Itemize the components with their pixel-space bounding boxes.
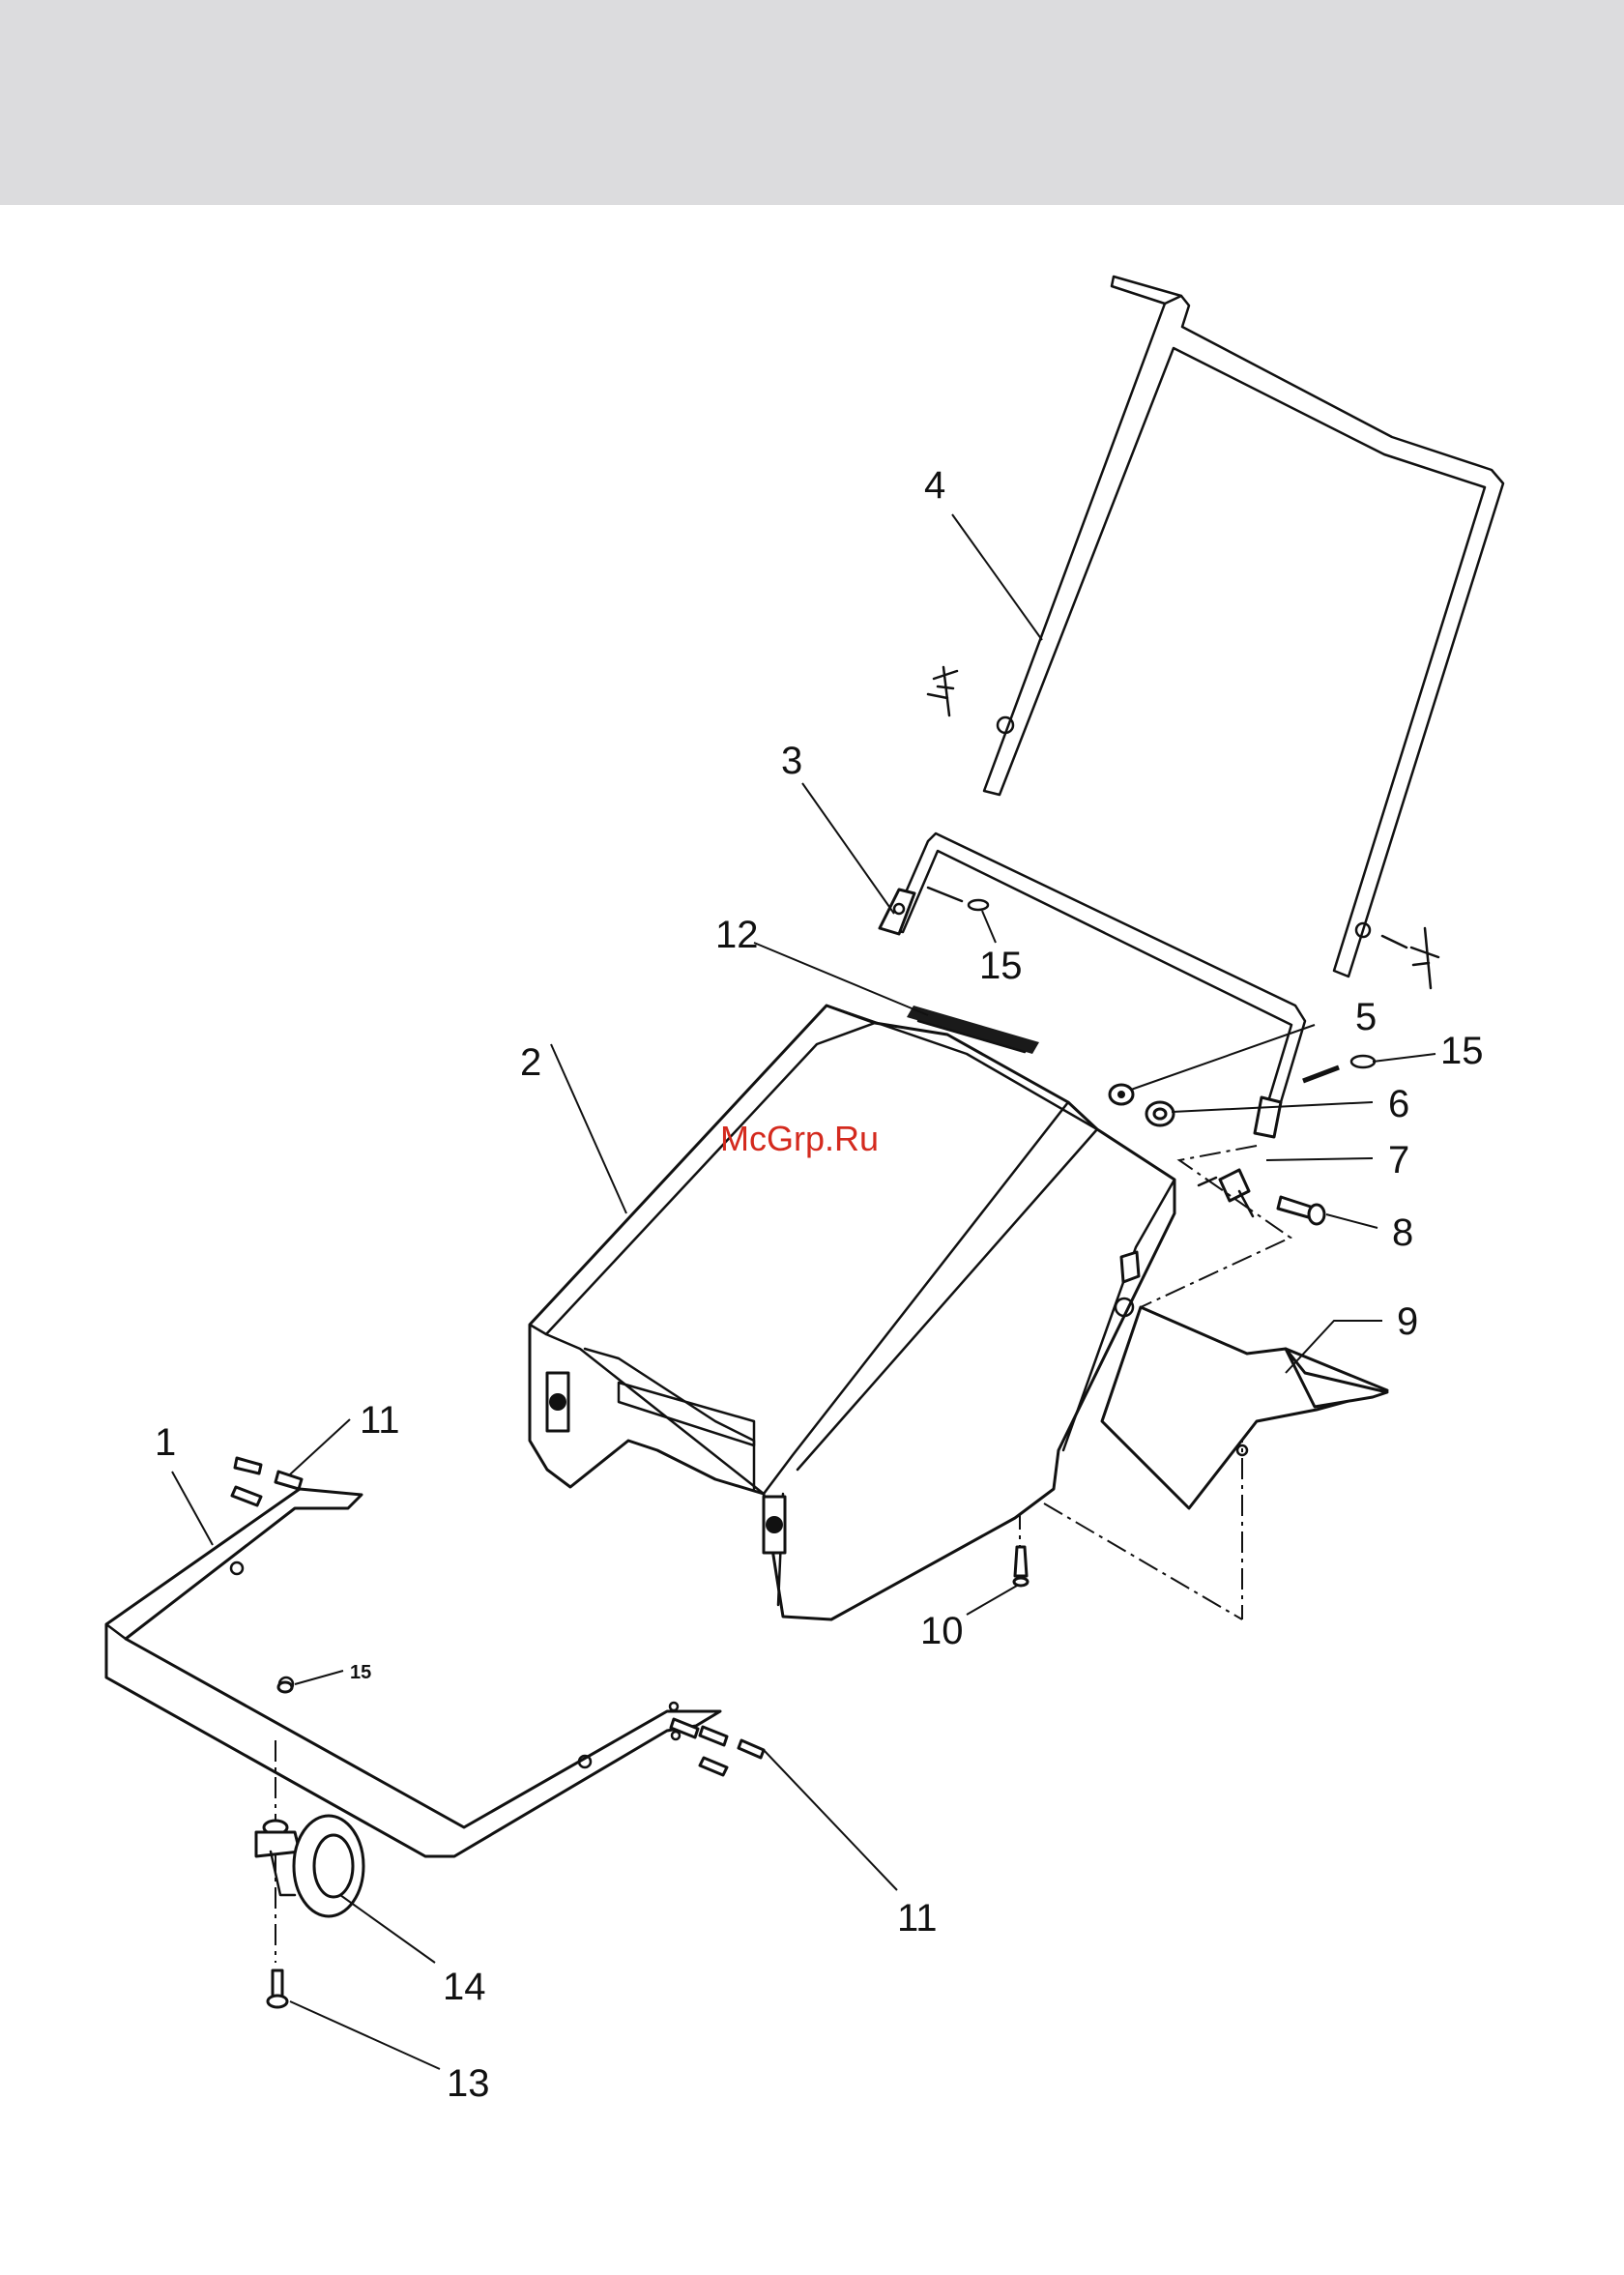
callout-13: 13 <box>447 2062 490 2105</box>
callout-11-left: 11 <box>360 1399 400 1442</box>
frame-1 <box>106 1489 720 1856</box>
callout-11-right: 11 <box>897 1897 938 1940</box>
bolt-8 <box>1278 1197 1324 1224</box>
assembly-line-bottom <box>1044 1503 1242 1619</box>
leader-13 <box>290 2001 440 2069</box>
spacer-7 <box>1199 1170 1253 1216</box>
pin-upper-left <box>928 667 1013 733</box>
callout-1: 1 <box>155 1421 176 1464</box>
leader-12 <box>754 943 928 1015</box>
callout-9: 9 <box>1397 1300 1418 1343</box>
callout-3: 3 <box>781 740 802 782</box>
nut-5 <box>1110 1085 1133 1104</box>
leader-15a <box>982 911 996 943</box>
leader-10 <box>967 1586 1017 1615</box>
leader-2 <box>551 1044 626 1213</box>
leader-1 <box>172 1472 213 1545</box>
pin-lower-right <box>1303 1056 1375 1081</box>
callout-15-lower-handle: 15 <box>979 945 1023 987</box>
leader-8 <box>1326 1214 1378 1228</box>
callout-6: 6 <box>1388 1083 1409 1125</box>
watermark: McGrp.Ru <box>720 1119 879 1158</box>
callout-7: 7 <box>1388 1139 1409 1181</box>
leader-4 <box>952 514 1042 640</box>
pin-lower-left <box>928 888 988 910</box>
callout-15-frame: 15 <box>350 1662 371 1683</box>
callout-8: 8 <box>1392 1211 1413 1254</box>
callout-10: 10 <box>920 1610 964 1652</box>
callout-14: 14 <box>443 1966 486 2008</box>
callout-4: 4 <box>924 464 945 507</box>
screw-10 <box>1014 1547 1028 1586</box>
leader-15b <box>1373 1054 1436 1062</box>
washer-6 <box>1146 1102 1174 1125</box>
callout-15-right: 15 <box>1440 1030 1484 1072</box>
callout-5: 5 <box>1355 996 1377 1038</box>
leader-14 <box>340 1895 435 1963</box>
bolt-13 <box>268 1970 287 2007</box>
deflector-plate-9 <box>1102 1307 1387 1508</box>
leader-15c <box>295 1671 343 1684</box>
hopper-body <box>530 1006 1174 1619</box>
upper-handle <box>984 277 1503 977</box>
pin-15-frame <box>278 1682 292 1692</box>
pin-upper-right <box>1356 923 1438 988</box>
leader-3 <box>802 783 894 914</box>
leader-7 <box>1266 1158 1373 1160</box>
leader-11a <box>290 1419 350 1474</box>
callout-2: 2 <box>520 1041 541 1084</box>
leader-11b <box>764 1750 897 1890</box>
callout-12: 12 <box>715 914 759 956</box>
